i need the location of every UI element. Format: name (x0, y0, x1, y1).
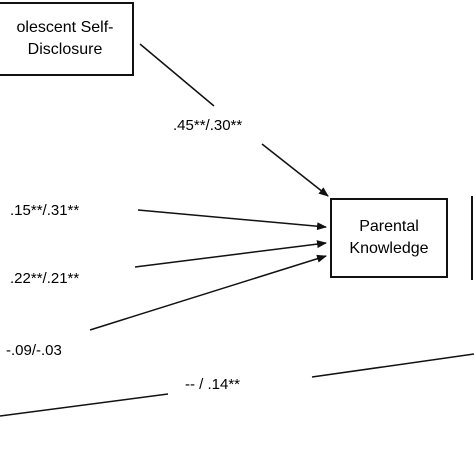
arrow-path-3 (134, 240, 327, 268)
coef-path-2: .15**/.31** (10, 202, 80, 219)
coef-path-5: -- / .14** (185, 376, 241, 393)
line-path-5-left (0, 393, 169, 417)
coef-self-disclosure: .45**/.30** (173, 117, 243, 134)
coef-path-4: -.09/-.03 (6, 342, 62, 359)
node-label-line1: olescent Self- (16, 19, 114, 36)
arrow-self-disclosure-to-knowledge (139, 43, 215, 107)
arrow-path-2 (137, 209, 327, 231)
node-label-line2: Knowledge (349, 240, 429, 257)
coef-path-3: .22**/.21** (10, 270, 80, 287)
node-parental-knowledge: Parental Knowledge (330, 198, 448, 278)
node-label-line2: Disclosure (27, 41, 103, 58)
node-label-line1: Parental (359, 218, 419, 235)
line-path-5-right (311, 353, 474, 378)
arrow-path-4 (89, 254, 327, 331)
node-adolescent-self-disclosure: olescent Self- Disclosure (0, 2, 134, 76)
arrow-self-disclosure-to-knowledge-head (261, 143, 329, 197)
